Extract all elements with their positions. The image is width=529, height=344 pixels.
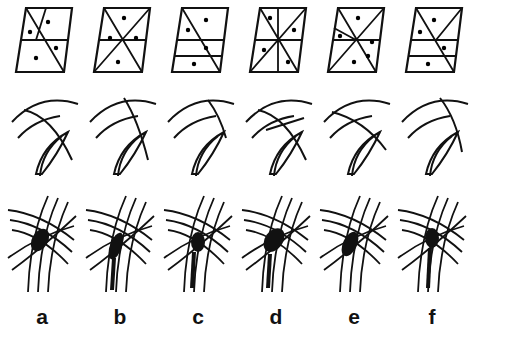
panel-letter: f <box>429 306 436 327</box>
panel-letter: b <box>114 306 127 327</box>
panel-letter: e <box>348 306 360 327</box>
panel-letter: c <box>192 306 204 327</box>
panel-letter: d <box>270 306 283 327</box>
panel-letter: a <box>36 306 48 327</box>
